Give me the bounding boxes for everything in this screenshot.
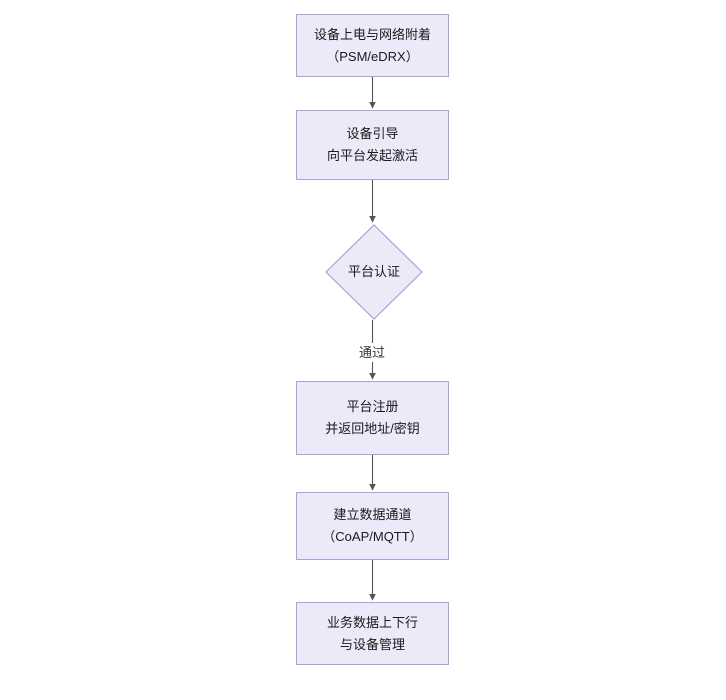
node-platform-auth-decision[interactable]: 平台认证 — [325, 224, 423, 320]
node-establish-data-channel[interactable]: 建立数据通道 （CoAP/MQTT） — [296, 492, 449, 560]
node-platform-register[interactable]: 平台注册 并返回地址/密钥 — [296, 381, 449, 455]
node-business-data-and-device-management[interactable]: 业务数据上下行 与设备管理 — [296, 602, 449, 665]
node-line-1: 设备引导 — [346, 126, 399, 141]
node-line-2: 与设备管理 — [339, 636, 405, 652]
node-line-2: （PSM/eDRX） — [326, 48, 419, 64]
diamond-shape — [325, 224, 423, 320]
node-line-1: 平台注册 — [346, 399, 399, 414]
node-device-bootstrap[interactable]: 设备引导 向平台发起激活 — [296, 110, 449, 180]
node-line-1: 设备上电与网络附着 — [313, 26, 431, 42]
node-line-1: 业务数据上下行 — [326, 614, 418, 630]
node-device-power-on[interactable]: 设备上电与网络附着 （PSM/eDRX） — [296, 14, 449, 77]
node-line-2: 向平台发起激活 — [326, 148, 418, 163]
node-line-1: 平台认证 — [347, 264, 400, 279]
edge-label-text: 通过 — [359, 345, 386, 360]
edge-label-pass: 通过 — [356, 343, 389, 362]
node-line-2: （CoAP/MQTT） — [322, 529, 423, 544]
node-line-1: 建立数据通道 — [333, 507, 412, 522]
node-line-2: 并返回地址/密钥 — [325, 421, 420, 436]
